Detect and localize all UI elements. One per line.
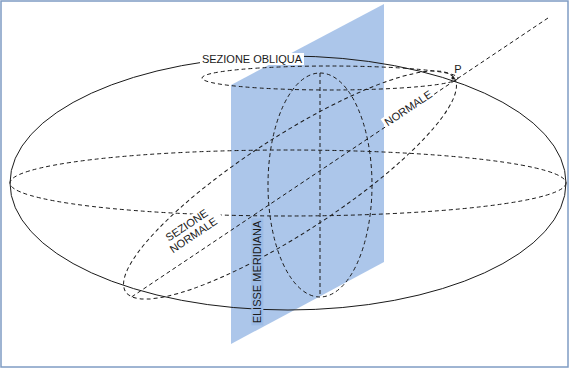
label: NORMALE bbox=[380, 87, 435, 129]
label: P bbox=[452, 63, 463, 75]
meridian-ellipse bbox=[268, 73, 372, 297]
oblique-section bbox=[202, 66, 458, 90]
label: ELISSE MERIDIANA bbox=[251, 219, 263, 326]
label: SEZIONE OBLIQUA bbox=[200, 53, 304, 65]
label: SEZIONE NORMALE bbox=[155, 201, 225, 259]
polar-axis bbox=[320, 73, 321, 297]
ellipsoid-outline bbox=[10, 56, 566, 310]
normal-section bbox=[99, 38, 480, 332]
normal-line bbox=[130, 18, 548, 298]
point-p bbox=[451, 76, 454, 79]
equator bbox=[10, 150, 566, 216]
